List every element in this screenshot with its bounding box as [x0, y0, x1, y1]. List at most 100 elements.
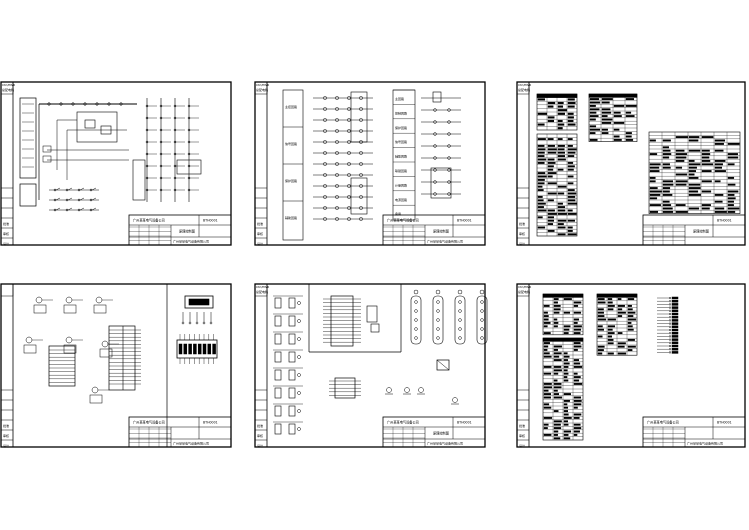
- cell-text: [557, 105, 564, 108]
- contact-symbol: [347, 173, 351, 177]
- gland-pin: [458, 309, 462, 313]
- gland-pin: [480, 318, 484, 322]
- cell-text: [627, 298, 635, 301]
- cell-text: [597, 315, 605, 318]
- meter-terminal: [33, 304, 47, 314]
- cell-text: [567, 151, 576, 154]
- data-table: [536, 93, 578, 131]
- cell-text: [537, 123, 545, 126]
- cell-text: [625, 98, 635, 101]
- lead-label: [671, 335, 679, 338]
- contact-symbol: [347, 162, 351, 166]
- cell-text: [537, 195, 543, 198]
- lead-node: [668, 325, 672, 328]
- cell-text: [589, 132, 596, 135]
- cell-text: [688, 163, 701, 166]
- cell-text: [557, 109, 568, 112]
- meter-terminal: [93, 304, 107, 314]
- cell-text: [727, 200, 734, 203]
- cell-text: [627, 338, 635, 341]
- contact-symbol: [359, 129, 363, 133]
- cell-text: [543, 355, 552, 358]
- cell-text: [553, 393, 560, 396]
- circuit-label: 主控回路: [285, 104, 297, 109]
- cell-text: [607, 308, 614, 311]
- cell-text: [553, 379, 558, 382]
- cell-text: [589, 111, 597, 114]
- cell-text: [563, 416, 572, 419]
- side-row-label: 审核: [3, 231, 9, 236]
- side-row-label: 批准: [519, 221, 525, 226]
- lead-label: [671, 306, 679, 309]
- cell-text: [567, 233, 577, 236]
- contact-symbol: [359, 206, 363, 210]
- contact-symbol: [323, 206, 327, 210]
- cell-text: [627, 349, 633, 352]
- cell-text: [573, 362, 581, 365]
- cell-text: [662, 204, 672, 207]
- cell-text: [649, 193, 661, 196]
- cell-text: [563, 298, 572, 301]
- cell-text: [553, 304, 561, 307]
- gland-head: [479, 289, 485, 295]
- side-label: Ctrl/PWR: [518, 285, 531, 289]
- cell-text: [557, 202, 563, 205]
- lead-node: [668, 332, 672, 335]
- mid-label: 辅助回路: [395, 154, 407, 159]
- contact: [42, 145, 52, 153]
- side-header-box: [0, 283, 14, 297]
- meter-terminal: [63, 304, 77, 314]
- cell-text: [553, 382, 562, 385]
- cable-gland: [410, 295, 422, 345]
- cell-text: [662, 193, 673, 196]
- side-label: Ctrl/PWR: [518, 83, 531, 87]
- device-node: [297, 373, 301, 377]
- cell-text: [557, 185, 567, 188]
- lead-node: [668, 306, 672, 309]
- cell-text: [675, 183, 687, 186]
- cell-text: [557, 101, 564, 105]
- small-relay: [370, 323, 380, 333]
- mid-label: 计量回路: [395, 182, 407, 187]
- cell-text: [617, 298, 622, 301]
- cell-text: [714, 170, 726, 173]
- drawing-number: BTH0001: [717, 219, 732, 223]
- cell-text: [589, 104, 596, 107]
- cell-text: [567, 112, 574, 115]
- lead-label: [671, 319, 679, 322]
- cell-text: [714, 163, 723, 166]
- cell-text: [727, 156, 739, 159]
- switch-blade: [79, 197, 85, 201]
- cell-text: [537, 226, 546, 229]
- contact-symbol: [433, 144, 437, 148]
- cell-text: [547, 209, 555, 212]
- cell-text: [553, 410, 559, 413]
- cell-text: [557, 206, 566, 209]
- sheet-border: [254, 283, 486, 448]
- cell-text: [701, 156, 710, 159]
- cell-text: [557, 112, 566, 115]
- pin-slot: [207, 343, 212, 355]
- cell-text: [557, 212, 567, 215]
- drawing-number: BTH0001: [457, 421, 472, 425]
- drawing-title: 原理控制图: [693, 229, 709, 234]
- contact-symbol: [347, 107, 351, 111]
- contact: [42, 155, 52, 163]
- contact-symbol: [433, 192, 437, 196]
- device-body: [274, 423, 282, 435]
- cell-text: [563, 399, 570, 402]
- device-body: [288, 423, 296, 435]
- device-body: [288, 351, 296, 363]
- cell-text: [617, 315, 623, 318]
- side-header-box: [254, 283, 268, 297]
- cell-text: [688, 176, 699, 179]
- cell-text: [675, 149, 685, 152]
- pin-node: [209, 321, 213, 325]
- cell-text: [662, 166, 671, 169]
- cell-text: [597, 328, 604, 331]
- cell-text: [543, 342, 550, 345]
- gland-pin: [414, 300, 418, 304]
- bus-node: [47, 102, 51, 106]
- cell-text: [567, 189, 575, 192]
- cell-text: [537, 185, 543, 188]
